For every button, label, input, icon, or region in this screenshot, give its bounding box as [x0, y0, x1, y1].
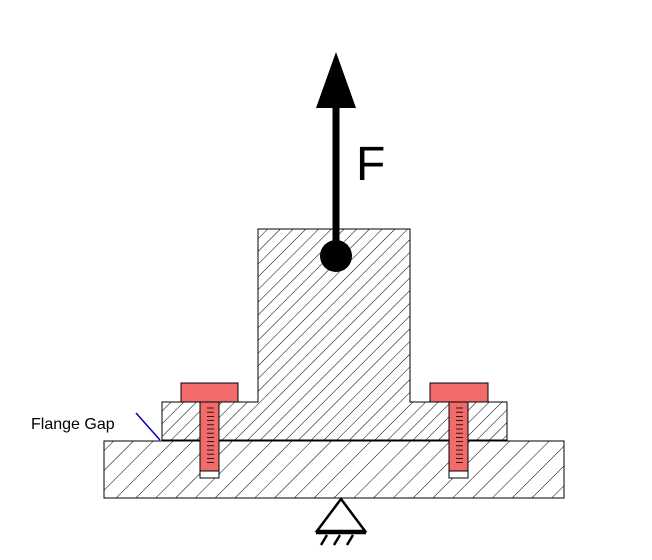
force-label: F: [356, 138, 385, 191]
right-bolt-threads: [456, 407, 463, 464]
flange-gap-leader: [135, 412, 161, 441]
support-ground-tick: [319, 534, 329, 546]
left-bolt-head: [180, 382, 239, 403]
left-bolt-threads: [207, 407, 214, 464]
right-bolt-tail: [448, 470, 469, 479]
force-application-point: [320, 240, 352, 272]
left-bolt-tail: [199, 470, 220, 479]
force-arrow-icon: [316, 52, 356, 272]
pin-support-icon: [314, 496, 368, 546]
support-ground-tick: [345, 534, 355, 546]
right-bolt-head: [429, 382, 489, 403]
flange-gap-label: Flange Gap: [31, 416, 115, 433]
left-bolt: [180, 382, 239, 479]
right-bolt: [429, 382, 489, 479]
support-triangle: [314, 496, 368, 533]
force-arrow-head: [316, 52, 356, 108]
base-plate: [103, 440, 565, 499]
support-ground-tick: [332, 534, 342, 546]
